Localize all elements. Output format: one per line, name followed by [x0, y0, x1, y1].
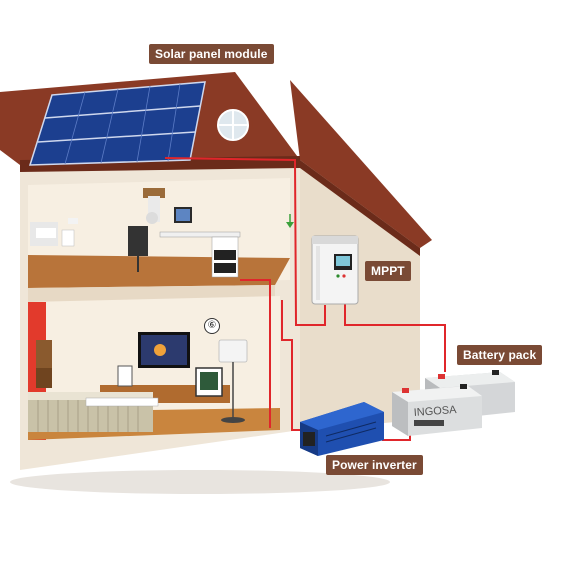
wire-lower-room	[281, 300, 305, 431]
wiring	[164, 157, 446, 441]
power-inverter-label: Power inverter	[326, 455, 423, 475]
mppt-controller	[311, 235, 359, 305]
wire-panel-to-mppt	[164, 157, 326, 326]
down-arrow-icon	[286, 214, 294, 228]
upper-floor	[28, 255, 290, 288]
round-window	[213, 105, 253, 145]
battery-front	[392, 384, 482, 436]
battery-brand: INGOSA	[413, 404, 457, 419]
floor-lamp	[218, 339, 248, 423]
ground-shadow	[10, 470, 390, 494]
wire-upper-room	[240, 279, 271, 428]
study-desk	[128, 188, 241, 278]
roof-right	[290, 80, 432, 248]
sofa	[28, 392, 159, 432]
battery-pack-label: Battery pack	[457, 345, 543, 365]
mppt-label: MPPT	[365, 261, 411, 281]
wire-mppt-to-battery	[344, 300, 446, 372]
bed	[30, 218, 78, 247]
solar-panel-array	[28, 81, 206, 166]
tv-unit	[100, 332, 230, 403]
solar-panel-label: Solar panel module	[149, 44, 274, 64]
room-marker: ⑥	[204, 318, 220, 334]
chair	[36, 340, 52, 388]
power-inverter	[300, 402, 384, 456]
